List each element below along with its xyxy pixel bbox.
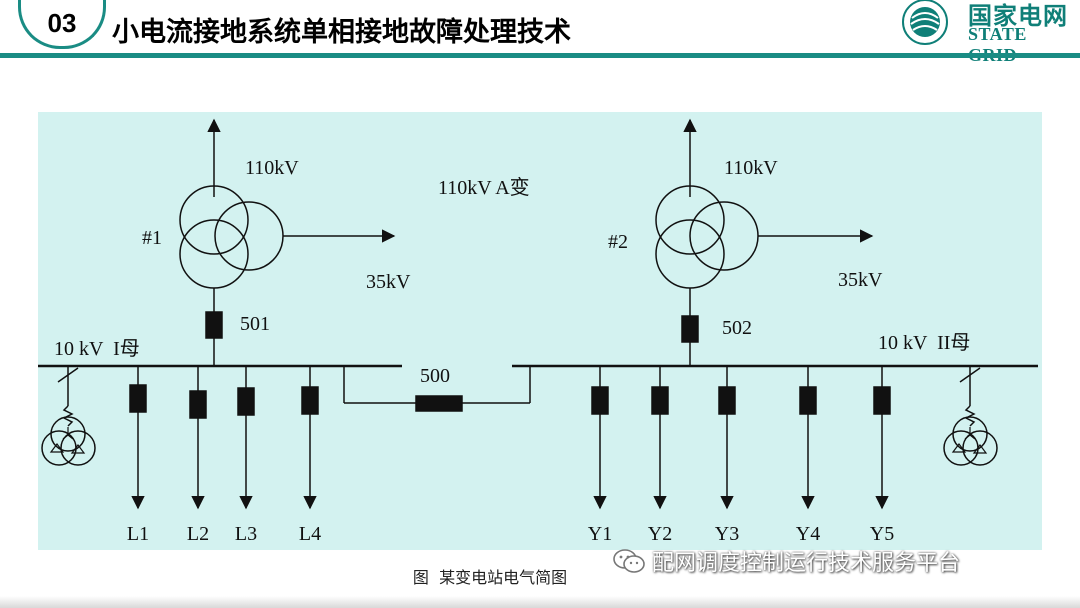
tie-breaker-500 <box>343 366 531 412</box>
section-number: 03 <box>47 7 77 38</box>
bus-1-label: 10 kV I母 <box>54 338 140 360</box>
bus-2-label: 10 kV II母 <box>878 332 970 354</box>
watermark-text: 配网调度控制运行技术服务平台 <box>652 551 961 576</box>
watermark: 配网调度控制运行技术服务平台 <box>612 544 960 578</box>
t1-mv-label: 35kV <box>366 271 411 293</box>
feeder-l1 <box>129 366 147 510</box>
feeder-label-l2: L2 <box>187 523 209 545</box>
page-title: 小电流接地系统单相接地故障处理技术 <box>112 17 571 48</box>
t1-winding-right <box>214 201 284 271</box>
t2-mv-label: 35kV <box>838 269 883 291</box>
station-label: 110kV A变 <box>438 176 530 199</box>
feeder-label-y2: Y2 <box>648 523 672 545</box>
diagram-svg: 110kV #1 35kV 501 110kV A变 110kV #2 35kV… <box>38 118 1038 545</box>
t1-winding-top <box>179 185 249 255</box>
feeder-label-y1: Y1 <box>588 523 612 545</box>
grounding-transformer-2 <box>943 366 998 466</box>
feeder-y1 <box>591 366 609 510</box>
breaker-501-label: 501 <box>240 313 270 335</box>
feeder-label-l3: L3 <box>235 523 257 545</box>
t2-winding-top <box>655 185 725 255</box>
grounding-transformer-1 <box>41 366 96 466</box>
logo-text-en: STATE GRID <box>968 24 1027 65</box>
transformer-2 <box>655 118 874 366</box>
state-grid-logo: 国家电网 STATE GRID <box>886 0 1080 65</box>
wechat-icon <box>613 549 645 573</box>
feeder-l4 <box>301 366 319 510</box>
header-rule <box>0 53 1080 58</box>
feeder-y2 <box>651 366 669 510</box>
bottom-shade <box>0 596 1080 608</box>
feeder-l2 <box>189 366 207 510</box>
transformer-1 <box>179 118 396 366</box>
figure-caption: 图 某变电站电气简图 <box>412 568 568 587</box>
t1-id-label: #1 <box>142 227 162 249</box>
feeder-label-y5: Y5 <box>870 523 894 545</box>
breaker-502-label: 502 <box>722 317 752 339</box>
feeder-label-l1: L1 <box>127 523 149 545</box>
globe-logo-icon <box>902 0 948 45</box>
t2-id-label: #2 <box>608 231 628 253</box>
tie-breaker-label: 500 <box>420 365 450 387</box>
section-number-badge: 03 <box>18 0 106 49</box>
feeder-l3 <box>237 366 255 510</box>
breaker-502 <box>681 315 699 343</box>
feeder-label-l4: L4 <box>299 523 321 545</box>
feeder-label-y4: Y4 <box>796 523 820 545</box>
t1-hv-label: 110kV <box>245 157 299 179</box>
breaker-501 <box>205 311 223 339</box>
feeder-y3 <box>718 366 736 510</box>
feeder-y4 <box>799 366 817 510</box>
t2-hv-label: 110kV <box>724 157 778 179</box>
logo-text-cn: 国家电网 <box>968 2 1068 30</box>
feeder-y5 <box>873 366 891 510</box>
feeder-label-y3: Y3 <box>715 523 739 545</box>
substation-diagram: 110kV #1 35kV 501 110kV A变 110kV #2 35kV… <box>38 112 1042 550</box>
slide-header: 03 小电流接地系统单相接地故障处理技术 国家电网 STATE GRID <box>0 0 1080 65</box>
